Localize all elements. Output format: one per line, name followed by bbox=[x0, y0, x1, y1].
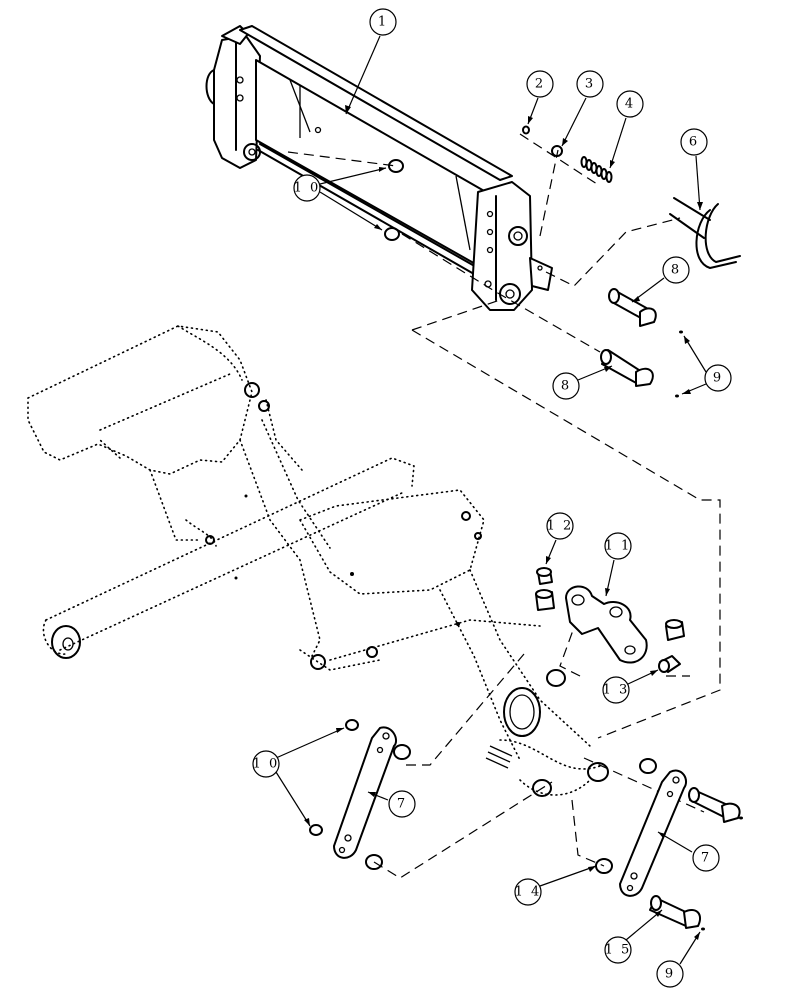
detent-hardware bbox=[519, 125, 613, 187]
callout-9-lower-circle bbox=[656, 960, 684, 988]
callout-4-label: 4 bbox=[625, 97, 635, 112]
callout-7-left-circle bbox=[388, 790, 416, 818]
callout-3-label: 3 bbox=[585, 77, 595, 92]
callout-11-label: 1 1 bbox=[605, 539, 632, 554]
callout-15-circle bbox=[604, 936, 632, 964]
callouts: 1 2 3 4 6 8 8 9 bbox=[252, 8, 732, 988]
callout-7-left-label: 7 bbox=[397, 797, 407, 812]
callout-7-right-label: 7 bbox=[701, 851, 711, 866]
callout-6-circle bbox=[680, 128, 708, 156]
callout-10-top-circle bbox=[293, 174, 321, 202]
o-ring-parts-top bbox=[384, 159, 404, 241]
lock-handle bbox=[669, 197, 741, 269]
callout-4-circle bbox=[616, 90, 644, 118]
callout-2-circle bbox=[526, 70, 554, 98]
callout-7-right-circle bbox=[692, 844, 720, 872]
loader-arm-features bbox=[51, 382, 609, 797]
callout-9-lower-label: 9 bbox=[665, 967, 675, 982]
callout-13-circle bbox=[602, 676, 630, 704]
link-bracket-assembly bbox=[535, 567, 685, 673]
loader-arm-phantom bbox=[27, 325, 601, 796]
callout-3-circle bbox=[576, 70, 604, 98]
callout-8-lower-label: 8 bbox=[561, 379, 571, 394]
callout-1-circle bbox=[369, 8, 397, 36]
callout-8-lower-circle bbox=[552, 372, 580, 400]
callout-8-upper-circle bbox=[662, 256, 690, 284]
callout-15-label: 1 5 bbox=[605, 943, 632, 958]
callout-1-label: 1 bbox=[378, 15, 388, 30]
callout-12-circle bbox=[546, 512, 574, 540]
callout-2-label: 2 bbox=[535, 77, 545, 92]
callout-10-bottom-label: 1 0 bbox=[253, 757, 280, 772]
callout-12-label: 1 2 bbox=[547, 519, 574, 534]
callout-9-upper-label: 9 bbox=[713, 371, 723, 386]
callout-10-bottom-circle bbox=[252, 750, 280, 778]
callout-6-label: 6 bbox=[689, 135, 699, 150]
lower-links bbox=[309, 719, 743, 931]
callout-14-circle bbox=[514, 878, 542, 906]
assembly-guide-lines bbox=[287, 149, 721, 879]
callout-11-circle bbox=[604, 532, 632, 560]
callout-9-upper-circle bbox=[704, 364, 732, 392]
callout-13-label: 1 3 bbox=[603, 683, 630, 698]
attachment-frame bbox=[205, 25, 553, 311]
callout-10-top-label: 1 0 bbox=[294, 181, 321, 196]
callout-8-upper-label: 8 bbox=[671, 263, 681, 278]
pins-upper bbox=[600, 288, 683, 398]
callout-14-label: 1 4 bbox=[515, 885, 542, 900]
